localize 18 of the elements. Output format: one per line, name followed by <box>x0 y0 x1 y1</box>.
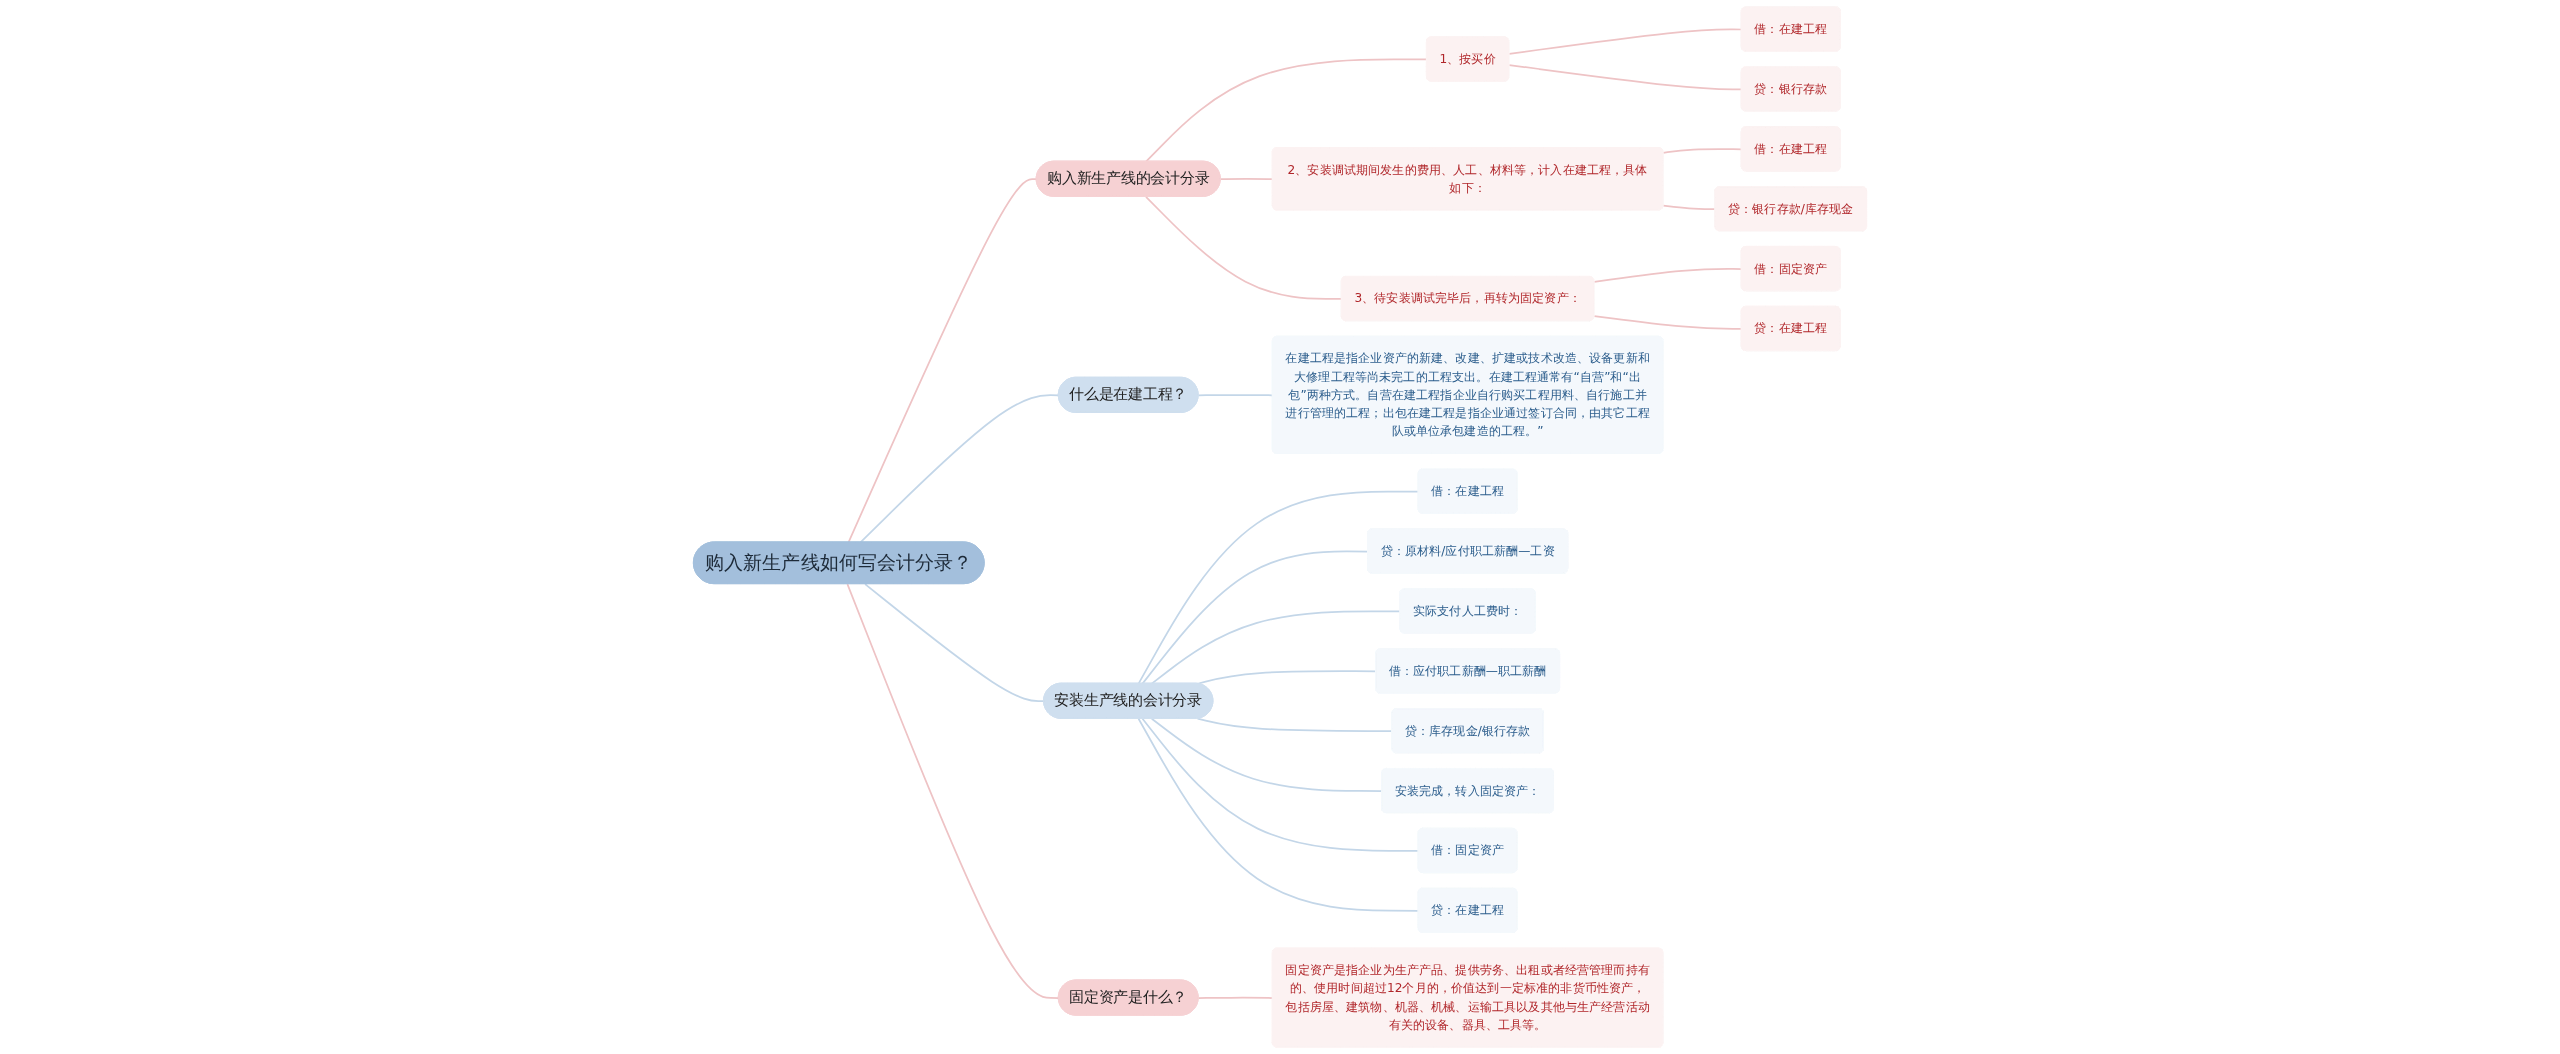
connector <box>1197 996 1274 999</box>
connector <box>1150 717 1383 792</box>
connector <box>1508 64 1743 91</box>
connector <box>1593 268 1743 283</box>
connector <box>1145 195 1343 300</box>
connector <box>1145 58 1428 163</box>
connector <box>846 583 1060 999</box>
connector <box>1662 148 1743 154</box>
connector <box>1141 550 1369 685</box>
connector <box>1196 670 1377 685</box>
connector <box>1137 490 1420 685</box>
connector <box>1137 717 1420 912</box>
connector <box>864 583 1045 703</box>
connector <box>1219 178 1274 181</box>
connector <box>1141 717 1420 852</box>
connector <box>1197 394 1274 397</box>
connector <box>1508 28 1743 55</box>
connector <box>1593 315 1743 330</box>
